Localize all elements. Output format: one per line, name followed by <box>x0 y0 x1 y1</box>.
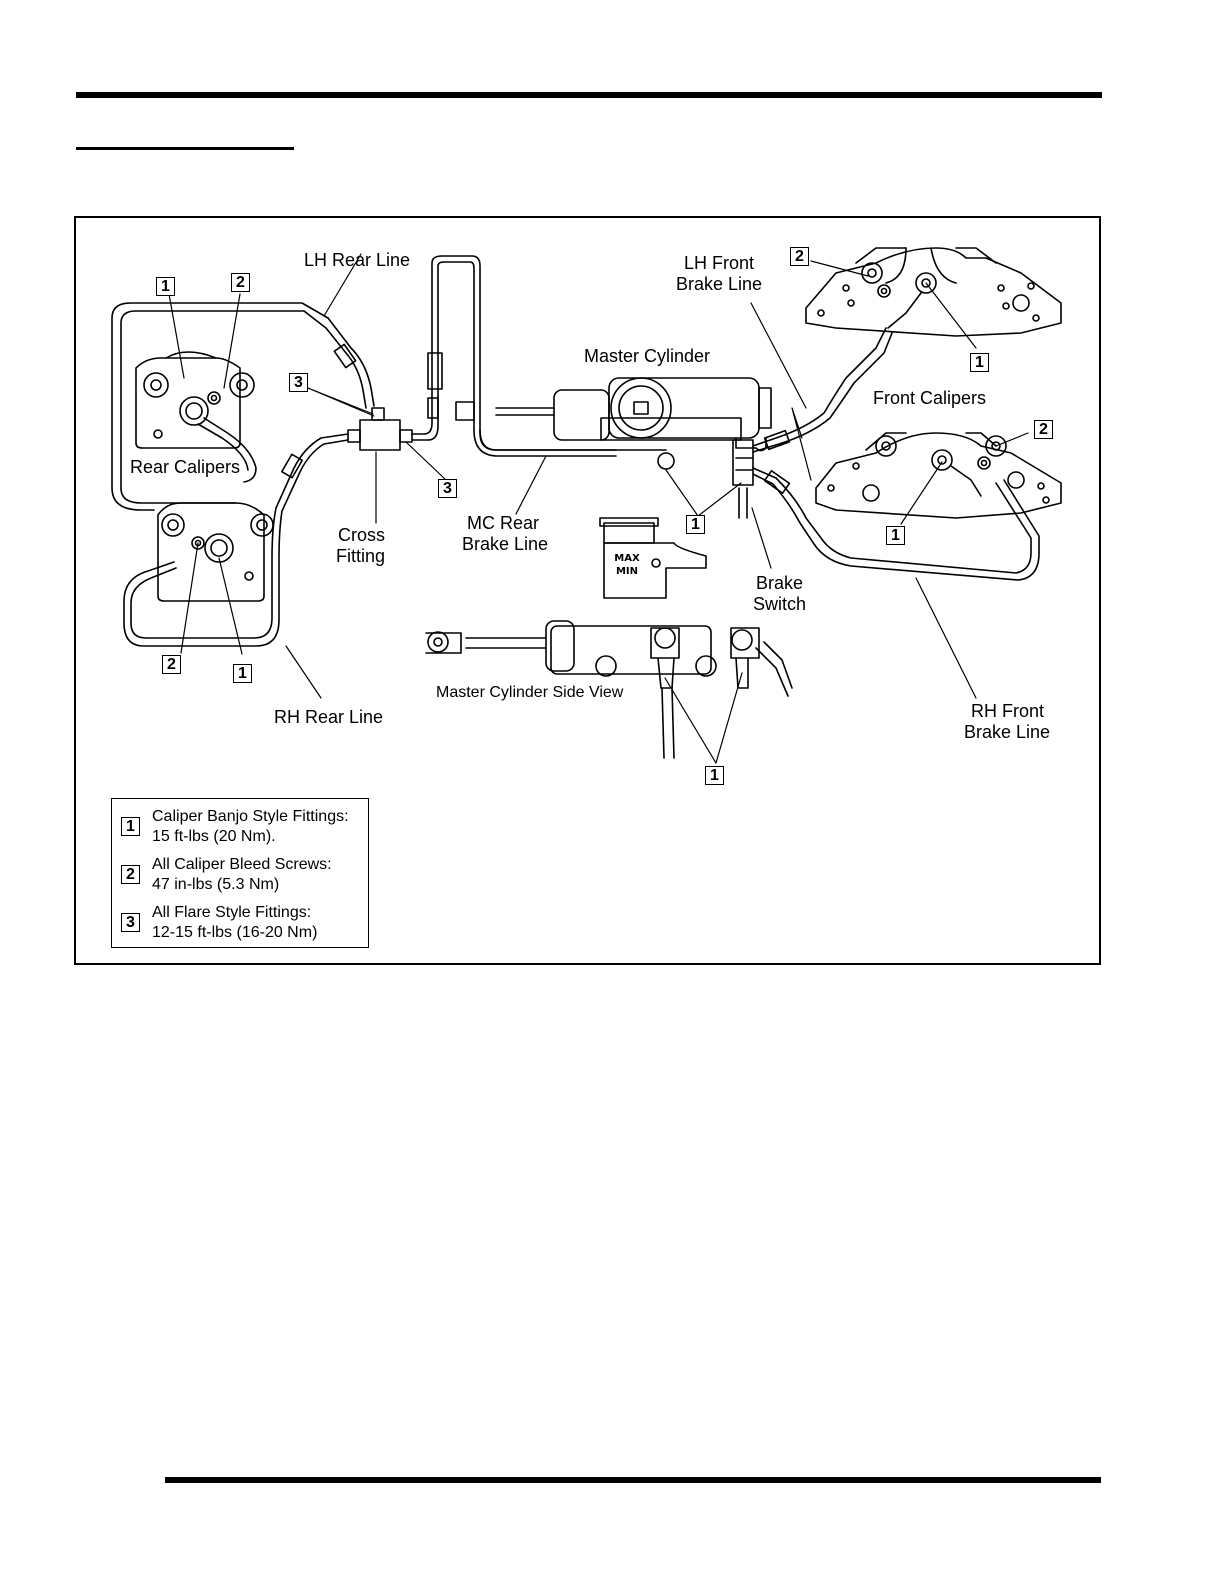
callout-1-front-lower: 1 <box>886 526 905 545</box>
callout-1-rear-upper: 1 <box>156 277 175 296</box>
label-brake-switch-2: Switch <box>753 594 807 614</box>
label-lh-rear-line: LH Rear Line <box>304 250 411 270</box>
legend-number: 2 <box>121 865 140 884</box>
diagram-illustration: MAX MIN <box>111 247 1062 764</box>
footer-rule <box>165 1477 1101 1483</box>
legend-line: 47 in-lbs (5.3 Nm) <box>152 876 280 893</box>
callout-2-rear-lower: 2 <box>162 655 181 674</box>
legend-line: All Flare Style Fittings: <box>152 904 312 921</box>
legend-number: 1 <box>121 817 140 836</box>
leader-lines <box>168 253 1029 764</box>
callout-1-master-cylinder: 1 <box>686 515 705 534</box>
label-mc-rear-line-2: Brake Line <box>462 534 549 554</box>
callout-2-front-upper: 2 <box>790 247 809 266</box>
legend-line: 12-15 ft-lbs (16-20 Nm) <box>152 924 318 941</box>
callout-1-front-upper: 1 <box>970 353 989 372</box>
label-rear-calipers: Rear Calipers <box>130 457 241 477</box>
callout-3-cross-top: 3 <box>289 373 308 392</box>
label-cross-fitting-1: Cross <box>338 525 386 545</box>
master-cylinder-top-view <box>455 377 772 470</box>
rear-caliper-lower <box>157 502 274 602</box>
label-brake-switch-1: Brake <box>756 573 804 593</box>
label-rh-rear-line: RH Rear Line <box>274 707 384 727</box>
reservoir-max-mark: MAX <box>614 553 640 564</box>
torque-legend: 1 Caliper Banjo Style Fittings: 15 ft-lb… <box>111 798 369 948</box>
legend-line: 15 ft-lbs (20 Nm). <box>152 828 276 845</box>
label-lh-front-line-1: LH Front <box>684 253 755 273</box>
legend-line: All Caliper Bleed Screws: <box>152 856 332 873</box>
label-front-calipers: Front Calipers <box>873 388 987 408</box>
legend-number: 3 <box>121 913 140 932</box>
rear-caliper-upper <box>135 351 255 449</box>
callout-3-cross-right: 3 <box>438 479 457 498</box>
callout-1-side-view: 1 <box>705 766 724 785</box>
front-caliper-lower <box>815 432 1062 519</box>
legend-line: Caliper Banjo Style Fittings: <box>152 808 349 825</box>
label-lh-front-line-2: Brake Line <box>676 274 763 294</box>
master-cylinder-side-view <box>425 517 793 759</box>
brake-line-diagram: MAX MIN LH Rear Line LH Front Brake Line… <box>74 216 1101 965</box>
cross-fitting <box>359 419 401 451</box>
callout-1-rear-lower: 1 <box>233 664 252 683</box>
label-rh-front-line-1: RH Front <box>971 701 1045 721</box>
rear-loop-line <box>120 310 327 489</box>
section-heading-underline <box>76 147 294 150</box>
label-mc-rear-line-1: MC Rear <box>467 513 540 533</box>
reservoir-min-mark: MIN <box>616 566 638 577</box>
label-rh-front-line-2: Brake Line <box>964 722 1051 742</box>
label-master-cylinder: Master Cylinder <box>584 346 711 366</box>
front-caliper-upper <box>805 247 1062 337</box>
callout-2-rear-upper: 2 <box>231 273 250 292</box>
label-mc-side-view: Master Cylinder Side View <box>436 684 624 701</box>
label-cross-fitting-2: Fitting <box>336 546 386 566</box>
callout-2-front-lower: 2 <box>1034 420 1053 439</box>
header-rule <box>76 92 1102 98</box>
